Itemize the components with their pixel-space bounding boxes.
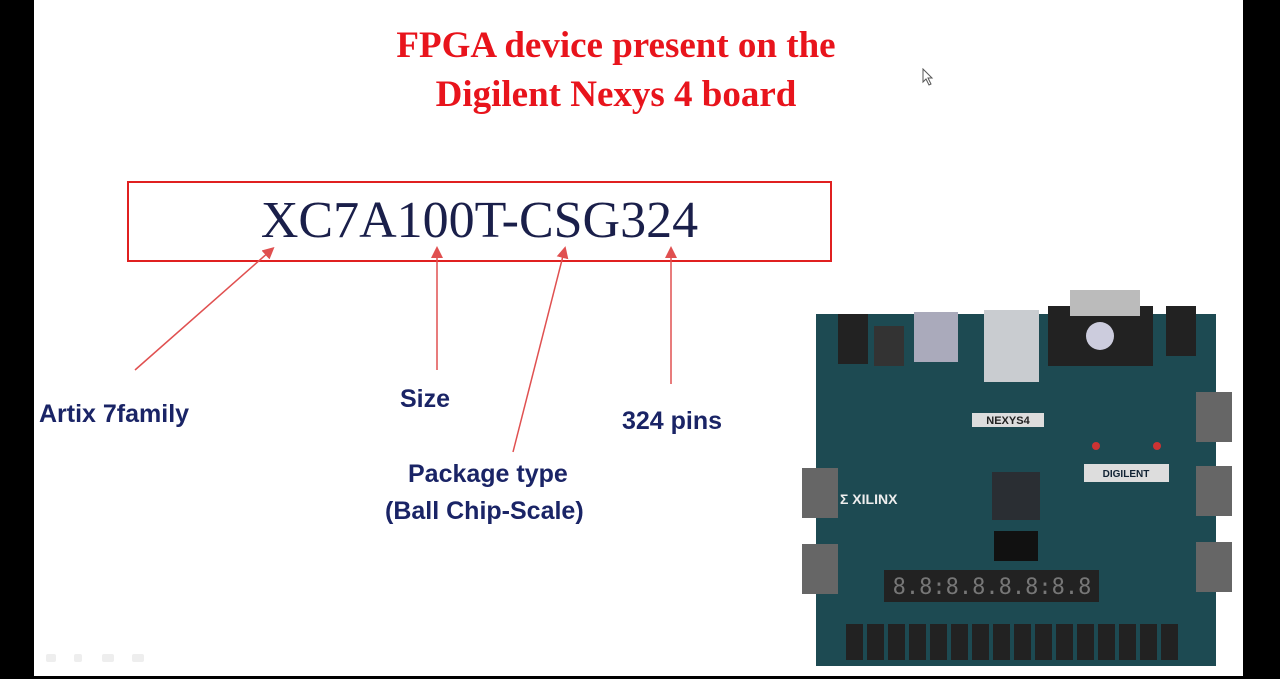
label-pins: 324 pins <box>622 407 723 435</box>
part-number: XC7A100T-CSG324 <box>260 192 699 249</box>
label-package-desc: (Ball Chip-Scale) <box>385 497 584 525</box>
slide: FPGA device present on the Digilent Nexy… <box>34 0 1243 676</box>
label-package-type: Package type <box>408 460 568 488</box>
label-family: Artix 7family <box>39 400 190 428</box>
player-menu-icon[interactable] <box>102 654 114 662</box>
slide-title-line1: FPGA device present on the <box>396 25 836 66</box>
nexys4-logo: NEXYS4 <box>986 415 1030 427</box>
xilinx-logo: Σ XILINX <box>840 491 898 507</box>
player-prev-icon[interactable] <box>46 654 56 662</box>
slide-title-line2: Digilent Nexys 4 board <box>435 74 797 115</box>
part-number-box: XC7A100T-CSG324 <box>127 181 832 262</box>
player-next-icon[interactable] <box>132 654 144 662</box>
annotation-arrows <box>134 246 677 453</box>
svg-text:8.8:8.8.8.8:8.8: 8.8:8.8.8.8:8.8 <box>893 575 1092 600</box>
digilent-logo: DIGILENT <box>1103 469 1150 480</box>
mouse-cursor-icon <box>922 68 934 86</box>
player-pen-icon[interactable] <box>74 654 82 662</box>
arrow-package <box>512 246 569 453</box>
label-size: Size <box>400 385 451 413</box>
nexys4-board-image: NEXYS4 Σ XILINX DIGILENT 8.8:8.8.8.8:8.8 <box>802 290 1232 666</box>
arrow-family <box>134 247 275 371</box>
